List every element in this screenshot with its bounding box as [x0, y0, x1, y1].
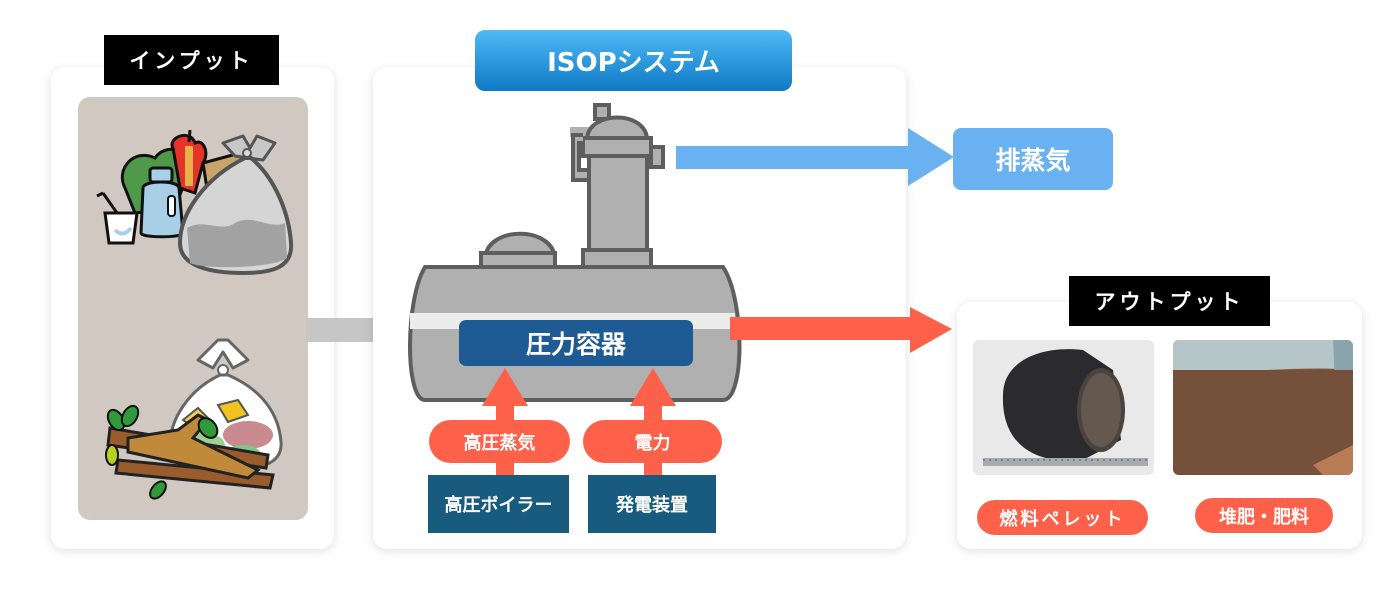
steam-flow-label: 高圧蒸気: [429, 420, 570, 463]
system-title: ISOPシステム: [547, 48, 720, 78]
mixed-waste-illustration: [96, 129, 294, 276]
system-title-badge: ISOPシステム: [475, 30, 792, 91]
yard-waste-illustration: [105, 338, 283, 500]
exhaust-arrow: [676, 128, 954, 186]
power-flow-label: 電力: [583, 420, 722, 463]
input-label: インプット: [104, 35, 279, 85]
compost-photo: [1173, 340, 1353, 475]
fuel-pellet-label: 燃料ペレット: [977, 500, 1148, 535]
pressure-vessel-label: 圧力容器: [459, 320, 693, 366]
system-to-output-arrow: [730, 307, 952, 353]
fuel-pellet-photo: [973, 340, 1154, 475]
pressure-vessel-drawing: [408, 103, 742, 402]
generator-box: 発電装置: [588, 475, 716, 533]
compost-fertilizer-label: 堆肥・肥料: [1195, 498, 1333, 533]
output-label: アウトプット: [1069, 276, 1270, 326]
boiler-box: 高圧ボイラー: [428, 475, 569, 533]
exhaust-steam-box: 排蒸気: [953, 128, 1113, 190]
